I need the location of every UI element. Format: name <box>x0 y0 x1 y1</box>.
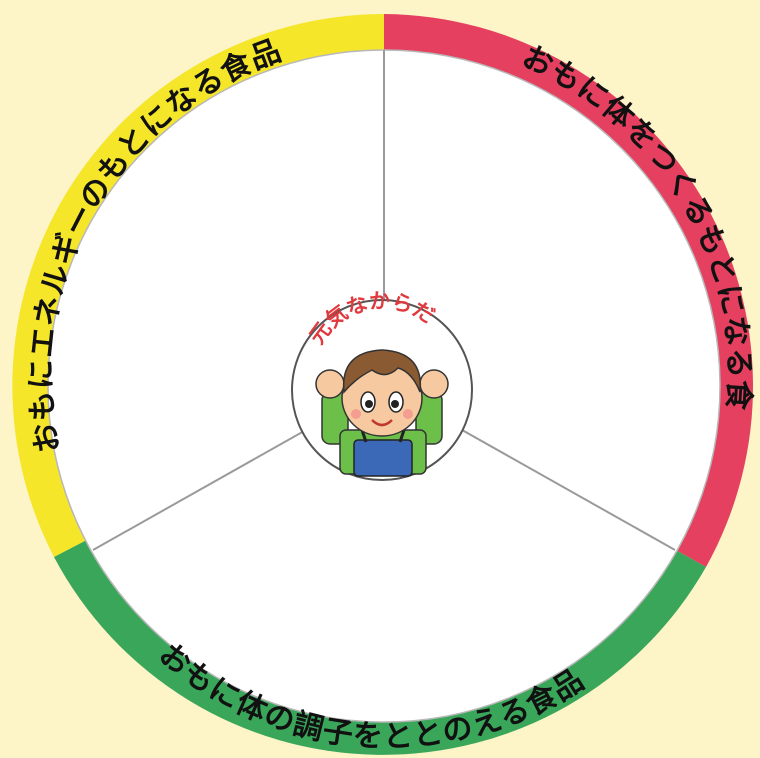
center-badge: 元気なからだ <box>291 289 473 481</box>
child-illustration <box>315 349 449 477</box>
